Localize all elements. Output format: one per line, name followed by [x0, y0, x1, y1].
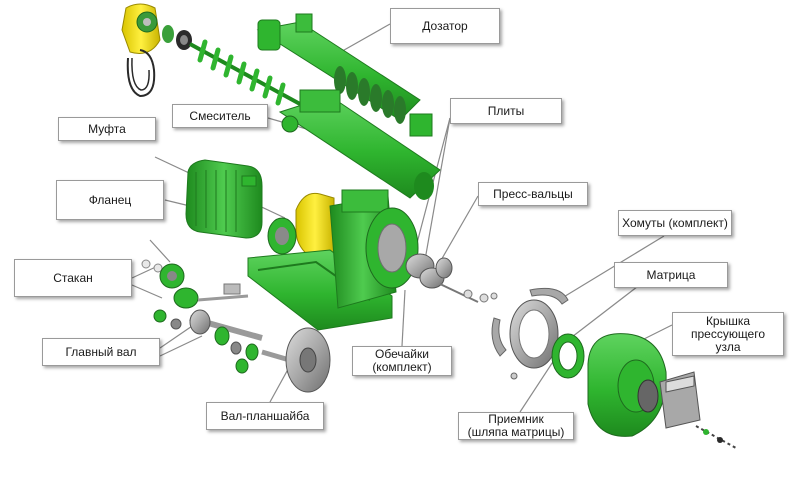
dozator-screw: [189, 39, 301, 106]
electric-motor: [185, 159, 263, 239]
label-khomuty: Хомуты (комплект): [618, 210, 732, 236]
label-matritsa: Матрица: [614, 262, 728, 288]
label-priemnik: Приемник (шляпа матрицы): [458, 412, 574, 440]
leader-press-valtsy: [439, 195, 479, 263]
main-housing: [247, 189, 419, 331]
leader-khomuty: [561, 235, 665, 299]
mufta-coupling: [267, 192, 335, 263]
press-rollers: [405, 253, 498, 303]
label-flanets: Фланец: [56, 180, 164, 220]
dozator-tube: [256, 13, 433, 137]
label-press-valtsy: Пресс-вальцы: [478, 182, 588, 206]
matritsa-ring: [509, 299, 585, 379]
label-dozator: Дозатор: [390, 8, 500, 44]
label-stakan: Стакан: [14, 259, 132, 297]
val-planshaiba-disc: [261, 327, 331, 393]
smesitel-body: [278, 89, 441, 200]
label-obechayki: Обечайки (комплект): [352, 346, 452, 376]
belt-drive: [121, 3, 192, 98]
stakan-parts: [141, 259, 199, 330]
leader-obechayki: [401, 289, 406, 347]
obechayki-rings: [491, 287, 569, 380]
leader-glavny-val-2: [159, 335, 203, 357]
kryshka-cover: [587, 333, 737, 449]
leader-stakan-3: [149, 239, 171, 263]
label-val-planshaiba: Вал-планшайба: [206, 402, 324, 430]
leader-stakan-2: [131, 284, 163, 299]
label-glavny-val: Главный вал: [42, 338, 160, 366]
label-smesitel: Смеситель: [172, 104, 268, 128]
label-mufta: Муфта: [58, 117, 156, 141]
label-plity: Плиты: [450, 98, 562, 124]
leader-plity-2: [424, 117, 451, 261]
glavny-val-shaft: [189, 283, 263, 374]
leader-matritsa: [567, 279, 647, 341]
label-kryshka: Крышка прессующего узла: [672, 312, 784, 356]
